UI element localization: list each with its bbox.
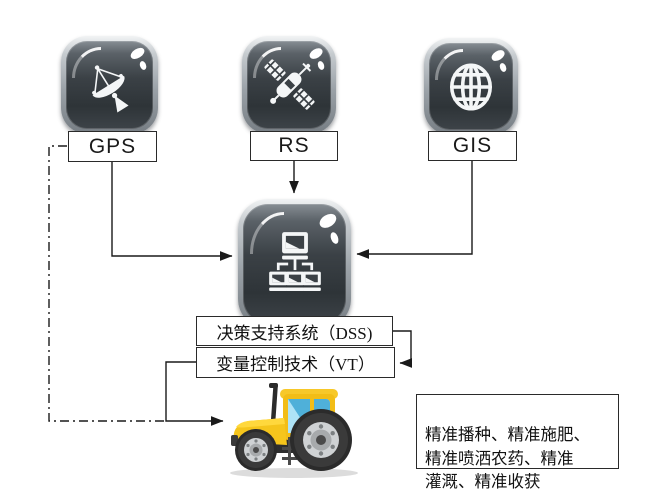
gps-label-box: GPS bbox=[68, 131, 157, 162]
edge-gps-feedback-dashdot bbox=[48, 145, 165, 422]
gis-node-icon bbox=[424, 38, 518, 135]
gis-label: GIS bbox=[452, 134, 493, 157]
edge-dss-to-vt bbox=[393, 330, 413, 368]
outcomes-text: 精准播种、精准施肥、 精准喷洒农药、精准 灌溉、精准收获 bbox=[425, 425, 590, 492]
globe-icon bbox=[450, 62, 492, 111]
computer-network-icon bbox=[268, 232, 321, 291]
hub-node-icon bbox=[238, 199, 351, 329]
hub-icon-face bbox=[243, 204, 346, 324]
satellite-icon bbox=[264, 59, 315, 110]
vt-label: 变量控制技术（VT） bbox=[216, 355, 375, 374]
satellite-dish-icon bbox=[91, 65, 129, 113]
rs-node-icon bbox=[242, 36, 336, 134]
dss-label: 决策支持系统（DSS) bbox=[216, 323, 373, 343]
gps-label: GPS bbox=[88, 134, 137, 158]
rs-label: RS bbox=[278, 134, 310, 157]
edge-gis-to-hub bbox=[356, 160, 473, 259]
tractor-illustration bbox=[230, 383, 358, 478]
gis-icon-face bbox=[429, 43, 513, 130]
rs-icon-face bbox=[247, 41, 331, 129]
rs-label-box: RS bbox=[250, 131, 338, 161]
gis-label-box: GIS bbox=[428, 131, 517, 161]
edge-gps-to-hub bbox=[111, 162, 233, 261]
gps-node-icon bbox=[61, 36, 158, 134]
outcomes-box: 精准播种、精准施肥、 精准喷洒农药、精准 灌溉、精准收获 bbox=[416, 394, 619, 491]
vt-box: 变量控制技术（VT） bbox=[196, 347, 395, 378]
dss-box: 决策支持系统（DSS) bbox=[196, 316, 393, 346]
gps-icon-face bbox=[66, 41, 153, 129]
